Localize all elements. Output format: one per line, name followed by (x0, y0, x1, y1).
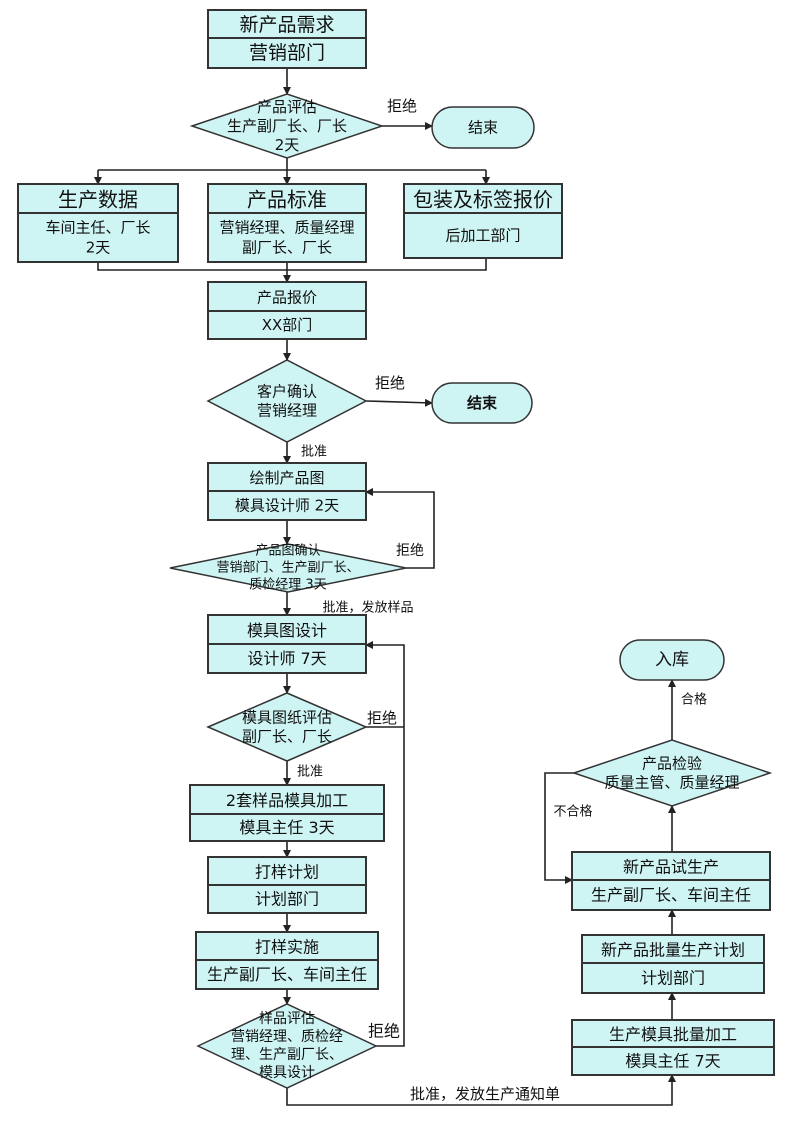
box-title: 打样实施 (255, 938, 319, 957)
connector-arrow (365, 641, 405, 1047)
edge-label-approve-release-notice: 批准，发放生产通知单 (410, 1085, 560, 1103)
decision-text: 产品检验 (642, 755, 702, 773)
edge-label-pass: 合格 (681, 692, 707, 708)
connector-arrow (365, 398, 433, 407)
box-subtitle: 计划部门 (641, 969, 705, 988)
box-title: 新产品需求 (239, 14, 334, 36)
box-title: 新产品试生产 (623, 858, 719, 877)
box-subtitle: 后加工部门 (445, 227, 520, 245)
decision-text: 产品评估 (257, 98, 317, 116)
box-subtitle: 模具主任 3天 (239, 818, 334, 837)
terminal-label: 入库 (655, 650, 689, 670)
terminal-end1: 结束 (431, 106, 535, 149)
terminal-stock: 入库 (619, 639, 725, 681)
decision-text: 客户确认 (257, 383, 317, 401)
decision-text: 质量主管、质量经理 (604, 774, 739, 792)
terminal-label: 结束 (467, 394, 498, 412)
edge-label-approve: 批准 (301, 445, 327, 460)
decision-text: 营销经理、质检经 (231, 1029, 343, 1045)
edge-label-reject: 拒绝 (367, 709, 397, 727)
connector-arrow (544, 772, 574, 884)
connector-arrow (286, 1074, 676, 1106)
edge-label-reject: 拒绝 (387, 97, 417, 115)
decision-text: 产品图确认 (255, 544, 320, 559)
box-title: 包装及标签报价 (413, 188, 553, 212)
box-subtitle: 营销部门 (249, 42, 325, 64)
terminal-end2: 结束 (431, 382, 533, 424)
decision-text: 样品评估 (259, 1011, 315, 1027)
decision-text: 2天 (275, 136, 300, 154)
box-subtitle: 计划部门 (255, 890, 319, 909)
box-title: 生产模具批量加工 (609, 1025, 737, 1044)
box-subtitle: 营销经理、质量经理 (219, 219, 354, 237)
box-subtitle: 生产副厂长、车间主任 (591, 886, 751, 905)
box-subtitle: 设计师 7天 (247, 649, 326, 668)
box-title: 生产数据 (58, 188, 138, 212)
box-title: 新产品批量生产计划 (601, 941, 745, 960)
box-title: 2套样品模具加工 (226, 791, 348, 810)
box-subtitle: 模具主任 7天 (625, 1052, 720, 1071)
box-title: 模具图设计 (247, 621, 327, 640)
decision-text: 生产副厂长、厂长 (227, 117, 347, 135)
decision-text: 营销部门、生产副厂长、 (216, 561, 359, 576)
edge-label-reject: 拒绝 (375, 374, 405, 392)
decision-text: 理、生产副厂长、 (231, 1047, 343, 1063)
edge-label-approve: 批准 (297, 765, 323, 780)
decision-text: 营销经理 (257, 402, 317, 420)
box-subtitle: 车间主任、厂长 (45, 219, 150, 237)
edge-label-approve-release-sample: 批准，发放样品 (322, 600, 413, 616)
box-title: 产品标准 (247, 188, 327, 212)
box-subtitle: XX部门 (262, 316, 313, 334)
edge-label-fail: 不合格 (553, 804, 592, 820)
process-box-quote: 产品报价 XX部门 (207, 281, 367, 340)
box-title: 产品报价 (257, 289, 317, 307)
terminal-label: 结束 (468, 119, 498, 137)
box-subtitle: 生产副厂长、车间主任 (207, 965, 367, 984)
decision-text: 副厂长、厂长 (242, 728, 332, 746)
edge-label-reject: 拒绝 (368, 1022, 400, 1041)
connector-arrow (97, 258, 487, 271)
box-subtitle: 副厂长、厂长 (242, 239, 332, 257)
box-title: 打样计划 (255, 863, 319, 882)
decision-text: 质检经理 3天 (249, 578, 326, 593)
box-subtitle: 2天 (86, 239, 111, 257)
decision-text: 模具图纸评估 (242, 709, 332, 727)
box-subtitle: 模具设计师 2天 (235, 497, 339, 515)
edge-label-reject: 拒绝 (396, 543, 424, 559)
connector-arrow (365, 488, 435, 569)
box-title: 绘制产品图 (249, 469, 324, 487)
decision-text: 模具设计 (259, 1065, 315, 1081)
